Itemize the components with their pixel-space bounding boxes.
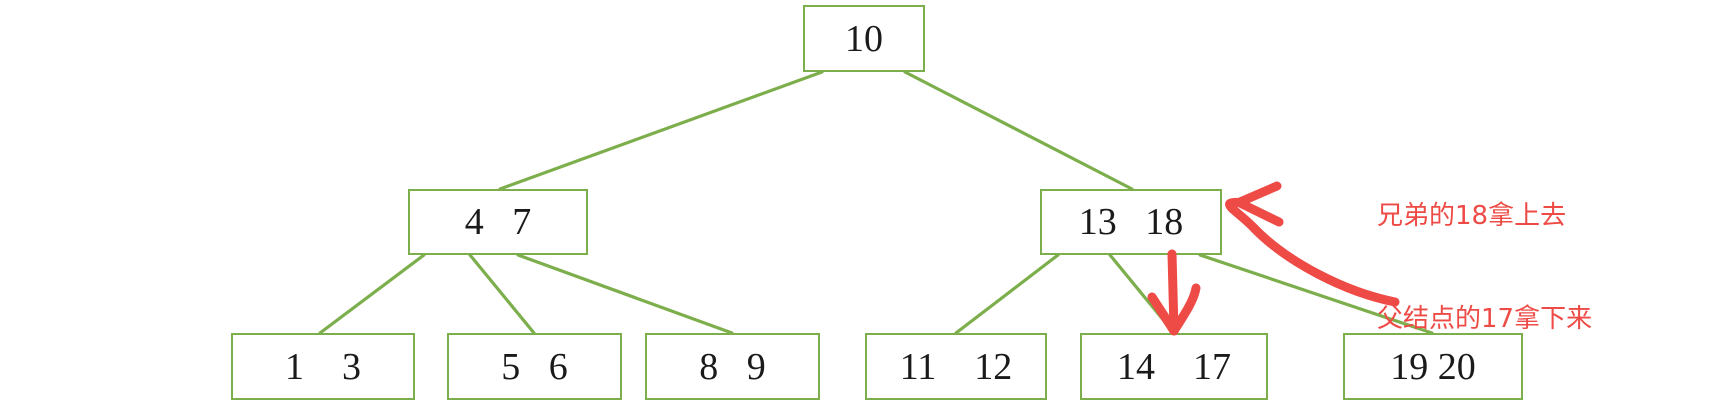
node-keys-root: 10 [845,17,883,60]
tree-node-leaf-1[interactable]: 1 3 [231,333,415,400]
curved-arrow-to-parent-icon [1225,181,1400,307]
edge-internal-left-to-leaf-3 [516,253,734,335]
redistribute-note-line-2: 父结点的17拿下来 [1377,303,1593,334]
node-keys-leaf-6: 19 20 [1390,345,1476,388]
node-keys-leaf-3: 8 9 [699,345,766,388]
node-keys-leaf-2: 5 6 [501,345,568,388]
tree-node-root[interactable]: 10 [803,5,925,72]
edge-internal-left-to-leaf-1 [318,253,426,335]
edge-internal-right-to-leaf-5 [1108,253,1176,335]
node-keys-internal-right: 13 18 [1078,201,1184,243]
down-arrow-to-leaf-icon [1147,249,1201,336]
tree-node-internal-left[interactable]: 4 7 [408,189,588,255]
node-keys-leaf-5: 14 17 [1117,345,1231,388]
node-keys-leaf-4: 11 12 [899,345,1013,388]
tree-node-leaf-6[interactable]: 19 20 [1343,333,1523,400]
tree-node-leaf-3[interactable]: 8 9 [645,333,820,400]
edge-root-to-internal-right [903,70,1134,191]
redistribute-note: 兄弟的18拿上去 父结点的17拿下来 [1377,130,1592,405]
redistribute-note-line-1: 兄弟的18拿上去 [1377,200,1567,231]
tree-node-leaf-4[interactable]: 11 12 [865,333,1047,400]
edge-internal-left-to-leaf-2 [468,253,536,335]
edge-internal-right-to-leaf-4 [954,253,1060,335]
tree-node-leaf-5[interactable]: 14 17 [1080,333,1268,400]
edge-root-to-internal-left [498,70,824,191]
node-keys-leaf-1: 1 3 [285,345,361,388]
node-keys-internal-left: 4 7 [464,201,532,243]
tree-node-leaf-2[interactable]: 5 6 [447,333,622,400]
tree-node-internal-right[interactable]: 13 18 [1040,189,1222,255]
